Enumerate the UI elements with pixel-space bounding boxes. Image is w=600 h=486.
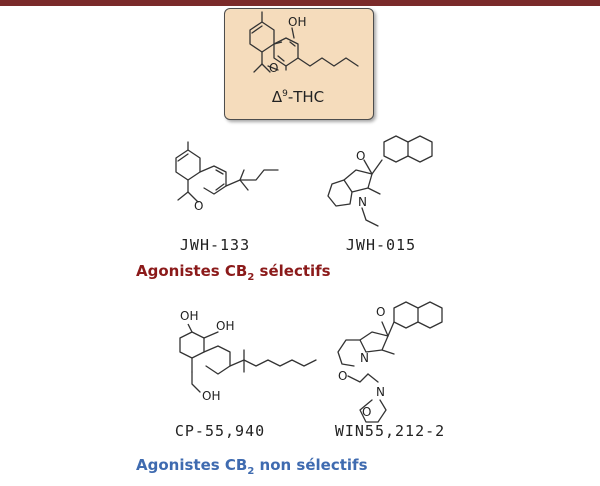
thc-structure: O OH (249, 11, 359, 75)
nonselective-agonists-label: Agonistes CB2 non sélectifs (136, 456, 368, 477)
jwh015-name: JWH-015 (345, 236, 417, 254)
cp55940-oh-2: OH (216, 319, 234, 333)
jwh015-o-atom: O (356, 149, 365, 163)
cp55940-name: CP-55,940 (174, 422, 266, 440)
thc-label: Δ9-THC (271, 88, 325, 106)
cp55940-oh-1: OH (180, 309, 198, 323)
cp55940-structure: OH OH OH (179, 309, 317, 403)
top-rule (0, 0, 600, 6)
jwh133-o-atom: O (194, 199, 203, 213)
thc-oh-atom: OH (288, 15, 306, 29)
thc-o-atom: O (269, 61, 278, 75)
win55212-o-atom-2: O (338, 369, 347, 383)
win55212-o-atom-1: O (376, 305, 385, 319)
win55212-o-atom-3: O (362, 405, 371, 419)
jwh133-name: JWH-133 (179, 236, 251, 254)
jwh015-structure: O N (327, 135, 433, 227)
win55212-n-atom-2: N (376, 385, 385, 399)
win55212-name: WIN55,212-2 (334, 422, 446, 440)
cp55940-oh-3: OH (202, 389, 220, 403)
jwh133-structure: O (175, 141, 279, 213)
selective-agonists-label: Agonistes CB2 sélectifs (136, 262, 331, 283)
win55212-n-atom-1: N (360, 351, 369, 365)
jwh015-n-atom: N (358, 195, 367, 209)
win55212-structure: O N O N O (337, 301, 443, 423)
thc-box (224, 8, 374, 120)
